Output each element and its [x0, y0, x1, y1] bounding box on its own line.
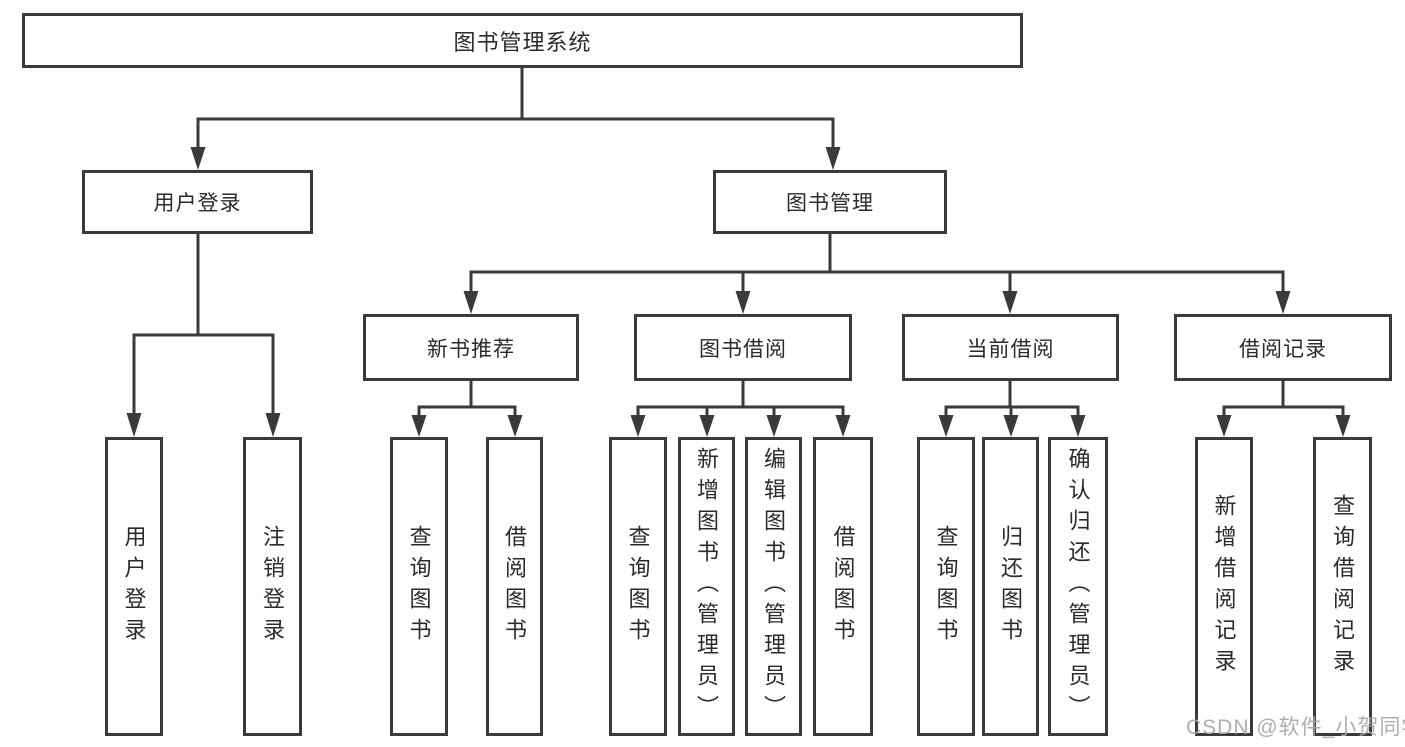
- node-borrow-records-label: 借阅记录: [1239, 337, 1327, 361]
- leaf-edit-book-admin: 编辑图书（管理员）: [745, 437, 802, 736]
- arrowhead: [411, 415, 427, 437]
- arrowhead: [938, 415, 954, 437]
- node-root: 图书管理系统: [22, 13, 1023, 68]
- arrowhead: [463, 291, 479, 314]
- arrowhead: [766, 415, 782, 437]
- node-book-management-label: 图书管理: [786, 192, 874, 215]
- arrowhead: [265, 413, 281, 437]
- node-user-login-label: 用户登录: [153, 192, 242, 215]
- arrowhead: [735, 291, 751, 314]
- leaf-borrow-book: 借阅图书: [813, 437, 873, 736]
- leaf-logout-label: 注销登录: [260, 524, 286, 649]
- node-borrow-records: 借阅记录: [1174, 314, 1392, 381]
- leaf-logout: 注销登录: [243, 437, 302, 736]
- leaf-return-book: 归还图书: [982, 437, 1039, 736]
- arrowhead: [190, 147, 206, 170]
- node-book-borrow: 图书借阅: [634, 314, 852, 381]
- leaf-add-borrow-record: 新增借阅记录: [1195, 437, 1253, 736]
- node-current-borrow-label: 当前借阅: [966, 337, 1055, 361]
- leaf-borrow-book-label: 借阅图书: [830, 524, 856, 649]
- leaf-query-book-borrow: 查询图书: [609, 437, 667, 736]
- arrowhead: [1275, 291, 1291, 314]
- leaf-confirm-return-admin: 确认归还（管理员）: [1048, 437, 1108, 736]
- arrowhead: [507, 415, 523, 437]
- node-book-borrow-label: 图书借阅: [699, 337, 787, 361]
- arrowhead: [126, 413, 142, 437]
- leaf-add-book-admin-label: 新增图书（管理员）: [694, 447, 720, 726]
- arrowhead: [1003, 415, 1019, 437]
- leaf-borrow-book-recommend: 借阅图书: [486, 437, 543, 736]
- node-current-borrow: 当前借阅: [902, 314, 1119, 381]
- leaf-query-borrow-record-label: 查询借阅记录: [1330, 493, 1356, 680]
- leaf-add-borrow-record-label: 新增借阅记录: [1211, 493, 1237, 680]
- node-new-book-recommend: 新书推荐: [363, 314, 579, 381]
- arrowhead: [1002, 291, 1018, 314]
- arrowhead: [1216, 415, 1232, 437]
- arrowhead: [699, 415, 715, 437]
- leaf-user-login: 用户登录: [105, 437, 163, 736]
- arrowhead: [1335, 415, 1351, 437]
- leaf-return-book-label: 归还图书: [998, 524, 1024, 649]
- leaf-query-borrow-record: 查询借阅记录: [1313, 437, 1372, 736]
- arrowhead: [630, 415, 646, 437]
- leaf-query-book-borrow-label: 查询图书: [625, 524, 651, 649]
- leaf-edit-book-admin-label: 编辑图书（管理员）: [761, 447, 787, 726]
- node-root-label: 图书管理系统: [453, 29, 592, 55]
- leaf-query-book-recommend: 查询图书: [390, 437, 448, 736]
- arrowhead: [835, 415, 851, 437]
- leaf-add-book-admin: 新增图书（管理员）: [678, 437, 735, 736]
- leaf-query-book-recommend-label: 查询图书: [406, 524, 432, 649]
- node-new-book-recommend-label: 新书推荐: [427, 337, 515, 361]
- node-book-management: 图书管理: [713, 170, 947, 234]
- leaf-user-login-label: 用户登录: [121, 524, 147, 649]
- leaf-borrow-book-recommend-label: 借阅图书: [502, 524, 528, 649]
- arrowhead: [825, 147, 841, 170]
- watermark: CSDN @软件_小贺同学: [1186, 716, 1405, 739]
- leaf-query-book-current: 查询图书: [917, 437, 975, 736]
- leaf-query-book-current-label: 查询图书: [933, 524, 959, 649]
- leaf-confirm-return-admin-label: 确认归还（管理员）: [1065, 447, 1091, 726]
- node-user-login: 用户登录: [82, 170, 313, 234]
- arrowhead: [1070, 415, 1086, 437]
